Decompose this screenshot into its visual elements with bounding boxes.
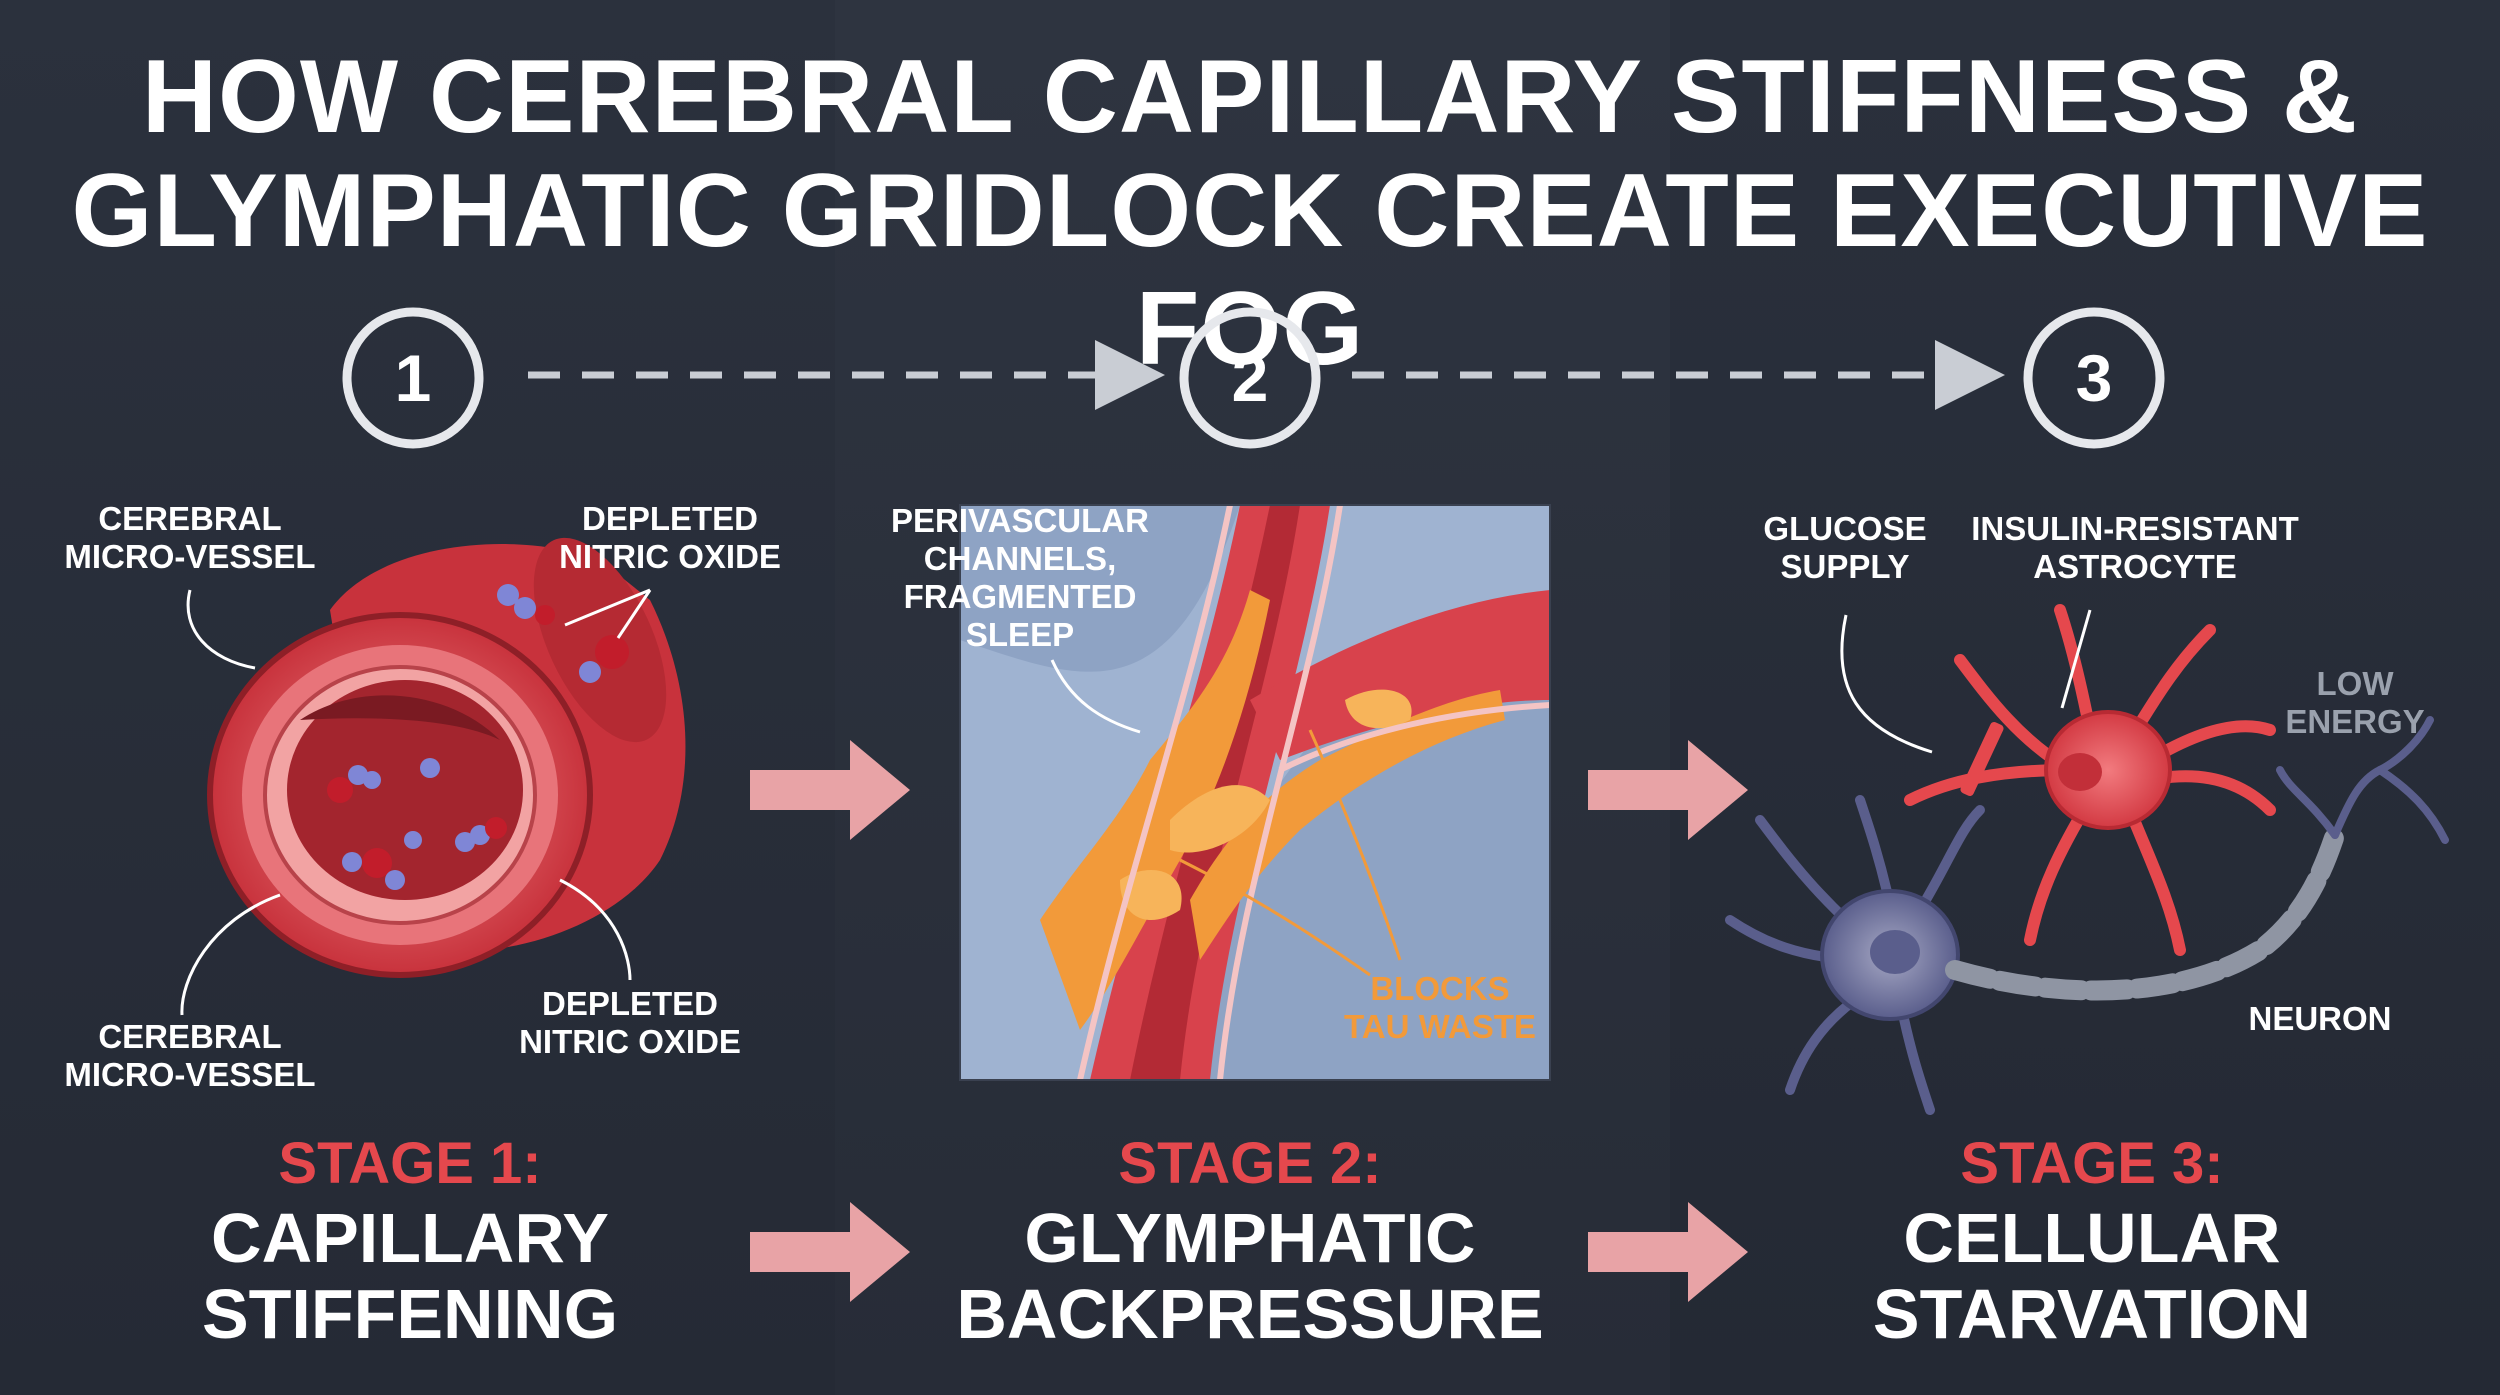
label-insulin-resistant-astrocyte: INSULIN-RESISTANT ASTROCYTE — [1950, 510, 2320, 586]
title-line-1: HOW CEREBRAL CAPILLARY STIFFNESS & — [141, 39, 2359, 155]
stage3-name-line2: STARVATION — [1872, 1275, 2312, 1353]
label-blocks-line2: TAU WASTE — [1344, 1008, 1536, 1045]
stage3-name-line1: CELLULAR — [1903, 1199, 2281, 1277]
label-blocks-tau-waste: BLOCKS TAU WASTE — [1300, 970, 1580, 1046]
step-number-1: 1 — [394, 341, 432, 415]
stage2-number: STAGE 2: — [1118, 1131, 1382, 1196]
label-channels-line4: SLEEP — [965, 616, 1075, 653]
label-channels-line3: FRAGMENTED — [903, 578, 1137, 615]
title-line-2: GLYMPHATIC GRIDLOCK CREATE EXECUTIVE FOG — [71, 153, 2429, 387]
label-no-top-line1: DEPLETED — [581, 500, 759, 537]
stage2-name-line2: BACKPRESSURE — [956, 1275, 1544, 1353]
label-glucose-line1: GLUCOSE — [1763, 510, 1927, 547]
astrocyte-neuron-illustration — [1725, 604, 2449, 1115]
label-energy-line2: ENERGY — [2285, 703, 2425, 740]
step-number-3: 3 — [2075, 341, 2113, 415]
label-perivascular-channels: PERIVASCULAR CHANNELS, FRAGMENTED SLEEP — [880, 502, 1160, 654]
label-glucose-line2: SUPPLY — [1780, 548, 1910, 585]
flow-arrow-2-3-middle — [1588, 740, 1748, 840]
flow-arrow-2-3-bottom — [1588, 1202, 1748, 1302]
perivascular-channel-illustration — [959, 504, 1551, 1081]
label-no-bottom-line1: DEPLETED — [541, 985, 719, 1022]
label-nitric-oxide-bottom: DEPLETED NITRIC OXIDE — [480, 985, 780, 1061]
nitric-oxide-molecules — [327, 584, 629, 890]
stage3-number: STAGE 3: — [1960, 1131, 2224, 1196]
label-neuron: NEURON — [2248, 1000, 2392, 1037]
step-indicator-3 — [2023, 307, 2165, 449]
label-vessel-top-line1: CEREBRAL — [98, 500, 282, 537]
label-energy-line1: LOW — [2316, 665, 2394, 702]
label-vessel-bottom: CEREBRAL MICRO-VESSEL — [40, 1018, 340, 1094]
label-astro-line2: ASTROCYTE — [2033, 548, 2237, 585]
step-indicator-2 — [1179, 307, 1321, 449]
step-indicator-1 — [342, 307, 484, 449]
label-vessel-top: CEREBRAL MICRO-VESSEL — [50, 500, 330, 576]
stage2-name-line1: GLYMPHATIC — [1024, 1199, 1476, 1277]
label-blocks-line1: BLOCKS — [1370, 970, 1510, 1007]
stage1-name-line2: STIFFENING — [201, 1275, 619, 1353]
label-vessel-top-line2: MICRO-VESSEL — [64, 538, 316, 575]
step-number-2: 2 — [1231, 341, 1269, 415]
label-vessel-bottom-line1: CEREBRAL — [98, 1018, 282, 1055]
stage1-name-line1: CAPILLARY — [211, 1199, 609, 1277]
label-channels-line2: CHANNELS, — [923, 540, 1117, 577]
flow-arrow-1-2-bottom — [750, 1202, 910, 1302]
label-nitric-oxide-top: DEPLETED NITRIC OXIDE — [520, 500, 820, 576]
label-glucose-supply: GLUCOSE SUPPLY — [1735, 510, 1955, 586]
label-channels-line1: PERIVASCULAR — [891, 502, 1149, 539]
label-vessel-bottom-line2: MICRO-VESSEL — [64, 1056, 316, 1093]
flow-arrow-1-2-middle — [750, 740, 910, 840]
label-no-top-line2: NITRIC OXIDE — [559, 538, 781, 575]
label-low-energy: LOW ENERGY — [2270, 665, 2440, 741]
micro-vessel-illustration — [180, 537, 686, 1016]
label-astro-line1: INSULIN-RESISTANT — [1971, 510, 2299, 547]
stage1-number: STAGE 1: — [278, 1131, 542, 1196]
label-no-bottom-line2: NITRIC OXIDE — [519, 1023, 741, 1060]
